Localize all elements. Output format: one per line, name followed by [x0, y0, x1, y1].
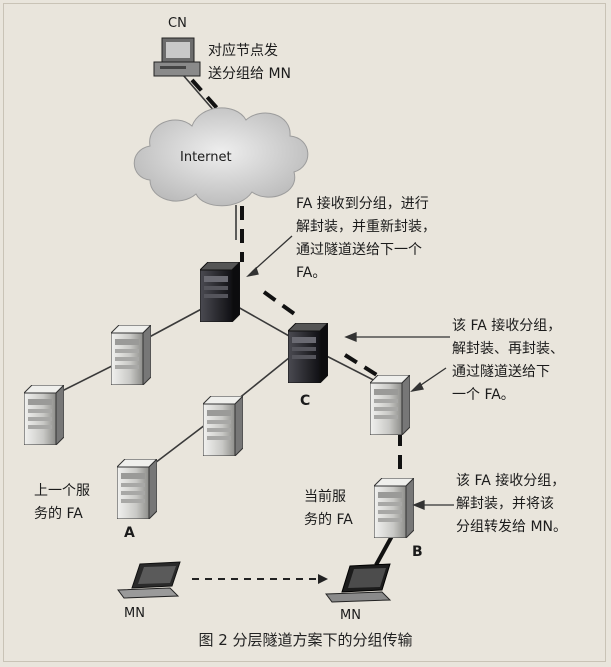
node-c-label: C: [300, 393, 311, 409]
mn-right-label: MN: [340, 608, 361, 623]
mn-laptop-right-icon: [325, 563, 392, 603]
figure-caption: 图 2 分层隧道方案下的分组传输: [198, 631, 413, 649]
current-fa-server-icon: [374, 478, 414, 538]
mn-move-arrow: [192, 574, 328, 584]
cn-note: 对应节点发 送分组给 MN: [208, 43, 292, 82]
top-fa-note: FA 接收到分组，进行 解封装，并重新封装， 通过隧道送给下一个 FA。: [296, 196, 436, 281]
mn-left-label: MN: [124, 606, 145, 621]
prev-fa-label: 上一个服 务的 FA: [34, 483, 90, 522]
current-fa-label: 当前服 务的 FA: [304, 489, 353, 528]
delivery-link: [374, 535, 394, 566]
server-icon: [203, 396, 243, 456]
current-fa-note: 该 FA 接收分组， 解封装，并将该 分组转发给 MN。: [456, 473, 568, 535]
mn-laptop-left-icon: [117, 561, 181, 599]
server-icon: [24, 385, 64, 445]
internet-cloud: [133, 107, 309, 207]
mid-fa-server-icon: [370, 375, 410, 435]
mid-fa-note: 该 FA 接收分组， 解封装、再封装、 通过隧道送给下 一个 FA。: [452, 318, 564, 403]
top-fa-server-icon: [200, 262, 240, 322]
annotation-arrows: [246, 235, 454, 510]
internet-label: Internet: [180, 150, 232, 165]
frame: [3, 3, 606, 662]
node-b-label: B: [412, 544, 423, 560]
prev-fa-server-icon: [117, 459, 157, 519]
fa-c-server-icon: [288, 323, 328, 383]
node-a-label: A: [124, 525, 135, 541]
server-icon: [111, 325, 151, 385]
cn-computer-icon: [153, 37, 201, 77]
cn-label: CN: [168, 16, 187, 31]
